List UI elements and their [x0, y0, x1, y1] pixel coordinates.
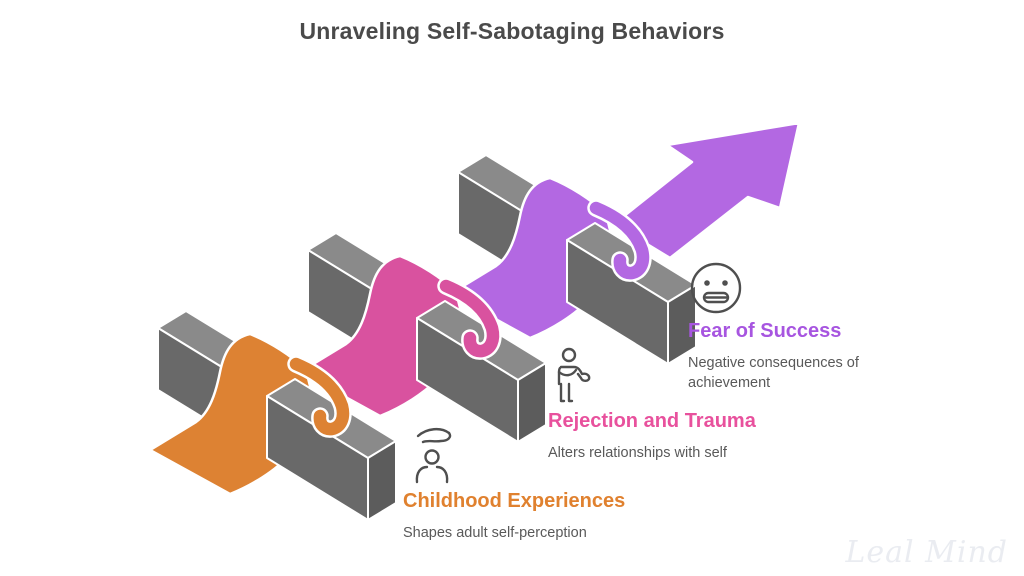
ascending-arrow: [612, 121, 801, 260]
ribbon-fold-hook: [289, 357, 350, 436]
stage-block-childhood: Childhood Experiences Shapes adult self-…: [403, 424, 638, 543]
stage-label: Childhood Experiences: [403, 490, 626, 512]
grimace-face-icon: [690, 262, 742, 314]
stage-label: Rejection and Trauma: [548, 410, 756, 432]
child-care-icon: [415, 428, 452, 484]
page-title: Unraveling Self-Sabotaging Behaviors: [299, 18, 725, 44]
ribbon-fold-hook: [589, 201, 650, 280]
brand-watermark: Leal Mind: [845, 535, 1008, 570]
stage-label: Fear of Success: [688, 320, 842, 342]
injured-person-icon: [557, 347, 591, 403]
obstacle-bar-front: [266, 378, 397, 521]
weave-unit-fear: [448, 121, 801, 365]
weave-unit-rejection: [298, 232, 547, 443]
stage-block-fear: Fear of Success Negative consequences of…: [688, 260, 883, 393]
stage-block-rejection: Rejection and Trauma Alters relationship…: [548, 346, 773, 463]
obstacle-bar-front: [566, 222, 697, 365]
stage-description: Shapes adult self-perception: [403, 525, 587, 541]
stage-description: Alters relationships with self: [548, 445, 727, 461]
weave-unit-childhood: [148, 310, 397, 521]
ribbon-fold-hook: [439, 279, 500, 358]
stage-description: Negative consequences of achievement: [688, 355, 859, 391]
